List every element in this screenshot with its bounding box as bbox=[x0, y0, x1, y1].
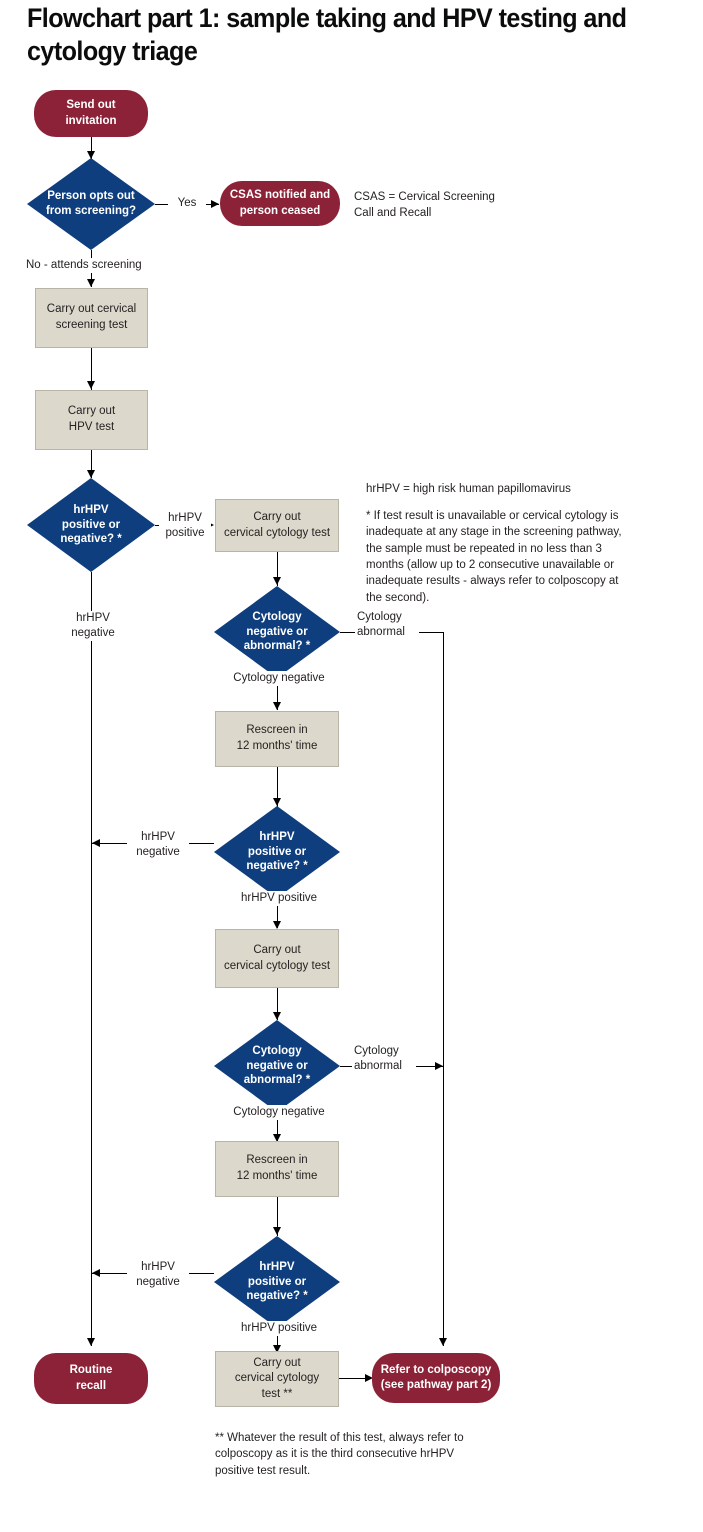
arrowhead-down bbox=[272, 1345, 281, 1353]
connector-hrhpv3-to-cytology3 bbox=[277, 1328, 278, 1353]
connector-rescreen1-to-hrhpv2 bbox=[277, 767, 278, 807]
arrowhead-right bbox=[211, 199, 219, 208]
arrowhead-down bbox=[86, 1338, 95, 1346]
arrowhead-down bbox=[272, 1227, 281, 1235]
arrowhead-left bbox=[92, 838, 100, 847]
arrowhead-right bbox=[435, 1061, 443, 1070]
arrowhead-left bbox=[92, 1268, 100, 1277]
arrowhead-down bbox=[272, 577, 281, 585]
arrowhead-down bbox=[272, 702, 281, 710]
connector-right-spine bbox=[443, 632, 444, 1346]
connector-cytology2-to-decision2 bbox=[277, 988, 278, 1020]
connector-cytology3-to-colposcopy bbox=[339, 1378, 371, 1379]
edge-label-cytology-negative-2: Cytology negative bbox=[218, 1105, 340, 1120]
connector-hrhpv2-to-cytology2 bbox=[277, 898, 278, 928]
connector-rescreen2-to-hrhpv3 bbox=[277, 1197, 278, 1236]
connector-hpvtest-to-hrhpv1 bbox=[91, 450, 92, 478]
arrowhead-down bbox=[86, 279, 95, 287]
edge-label-cytology-negative-1: Cytology negative bbox=[218, 671, 340, 686]
arrowhead-down bbox=[86, 470, 95, 478]
arrowhead-down bbox=[272, 921, 281, 929]
arrowhead-down bbox=[86, 151, 95, 159]
note-double-asterisk: ** Whatever the result of this test, alw… bbox=[215, 1432, 464, 1477]
connector-invitation-to-optsout bbox=[91, 137, 92, 159]
arrowhead-down bbox=[272, 798, 281, 806]
arrowhead-right bbox=[365, 1373, 373, 1382]
connector-hrhpv-negative-spine bbox=[91, 572, 92, 1346]
arrowhead-down bbox=[272, 1134, 281, 1142]
connector-cytdecision1-to-rescreen1 bbox=[277, 678, 278, 710]
note-hrhpv-legend: hrHPV = high risk human papillomavirus bbox=[366, 483, 571, 495]
page-title: Flowchart part 1: sample taking and HPV … bbox=[27, 3, 627, 66]
edge-label-yes: Yes bbox=[168, 196, 206, 211]
connector-cytdecision2-to-rescreen2 bbox=[277, 1112, 278, 1142]
node-refer-colposcopy: Refer to colposcopy(see pathway part 2) bbox=[372, 1353, 500, 1403]
edge-label-hrhpv-positive-2: hrHPV positive bbox=[222, 891, 336, 906]
connector-cytology1-to-decision1 bbox=[277, 552, 278, 586]
connector-screening-to-hpvtest bbox=[91, 348, 92, 390]
edge-label-no-attends: No - attends screening bbox=[24, 258, 178, 273]
arrowhead-down bbox=[272, 1012, 281, 1020]
arrowhead-down bbox=[438, 1338, 447, 1346]
arrowhead-down bbox=[86, 381, 95, 389]
note-asterisk: * If test result is unavailable or cervi… bbox=[366, 510, 622, 604]
edge-label-hrhpv-positive-3: hrHPV positive bbox=[222, 1321, 336, 1336]
